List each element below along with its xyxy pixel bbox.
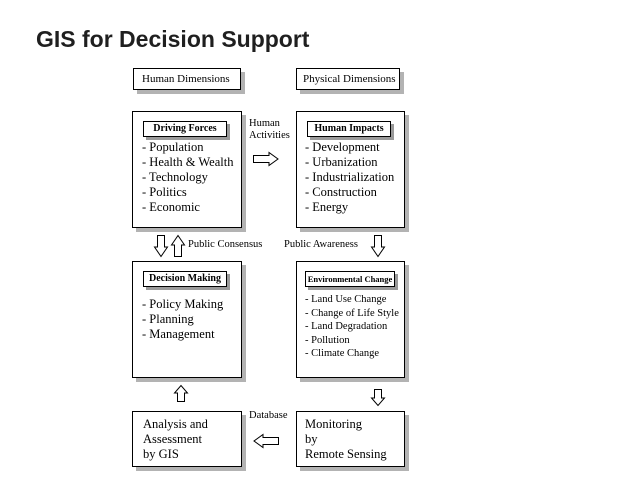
public-consensus-label: Public Consensus: [188, 239, 263, 250]
decision-making-box: Decision Making - Policy Making - Planni…: [132, 261, 242, 378]
list-item: - Urbanization: [305, 155, 378, 169]
list-item: - Energy: [305, 200, 349, 214]
environmental-change-list: - Land Use Change - Change of Life Style…: [305, 293, 399, 361]
list-item: - Planning: [142, 312, 194, 326]
list-item: - Land Degradation: [305, 321, 388, 332]
human-activities-label: Human Activities: [249, 118, 290, 141]
public-awareness-label: Public Awareness: [284, 239, 358, 250]
list-item: - Population: [142, 140, 204, 154]
environmental-change-box: Environmental Change - Land Use Change -…: [296, 261, 405, 378]
physical-dimensions-header: Physical Dimensions: [296, 68, 400, 90]
human-impacts-box: Human Impacts - Development - Urbanizati…: [296, 111, 405, 228]
right-arrow-icon: [253, 151, 279, 167]
driving-forces-label: Driving Forces: [143, 121, 227, 137]
down-arrow-icon: [370, 235, 386, 258]
decision-making-list: - Policy Making - Planning - Management: [142, 297, 223, 342]
list-item: - Pollution: [305, 334, 350, 346]
list-item: - Politics: [142, 185, 187, 199]
up-arrow-icon: [170, 234, 186, 257]
environmental-change-label: Environmental Change: [305, 271, 395, 287]
up-arrow-icon: [173, 384, 189, 402]
list-item: - Policy Making: [142, 297, 224, 311]
monitoring-text: Monitoring by Remote Sensing: [305, 417, 387, 461]
analysis-assessment-box: Analysis and Assessment by GIS: [132, 411, 242, 467]
analysis-assessment-text: Analysis and Assessment by GIS: [143, 417, 208, 461]
decision-making-label: Decision Making: [143, 271, 227, 287]
list-item: - Health & Wealth: [142, 155, 234, 169]
driving-forces-box: Driving Forces - Population - Health & W…: [132, 111, 242, 228]
human-dimensions-label: Human Dimensions: [142, 73, 230, 85]
list-item: - Industrialization: [305, 170, 395, 184]
list-item: - Land Use Change: [305, 294, 387, 305]
list-item: - Technology: [142, 170, 208, 184]
list-item: - Change of Life Style: [305, 307, 399, 319]
physical-dimensions-label: Physical Dimensions: [303, 73, 396, 85]
list-item: - Climate Change: [305, 348, 380, 359]
monitoring-box: Monitoring by Remote Sensing: [296, 411, 405, 467]
human-dimensions-header: Human Dimensions: [133, 68, 241, 90]
list-item: - Management: [142, 327, 215, 341]
down-arrow-icon: [370, 389, 386, 407]
list-item: - Development: [305, 140, 380, 154]
driving-forces-list: - Population - Health & Wealth - Technol…: [142, 140, 233, 215]
left-arrow-icon: [253, 433, 279, 449]
database-label: Database: [249, 410, 288, 421]
human-impacts-list: - Development - Urbanization - Industria…: [305, 140, 394, 215]
page-title: GIS for Decision Support: [36, 26, 310, 52]
list-item: - Economic: [142, 200, 200, 214]
list-item: - Construction: [305, 185, 377, 199]
human-impacts-label: Human Impacts: [307, 121, 391, 137]
down-arrow-icon: [153, 235, 169, 258]
